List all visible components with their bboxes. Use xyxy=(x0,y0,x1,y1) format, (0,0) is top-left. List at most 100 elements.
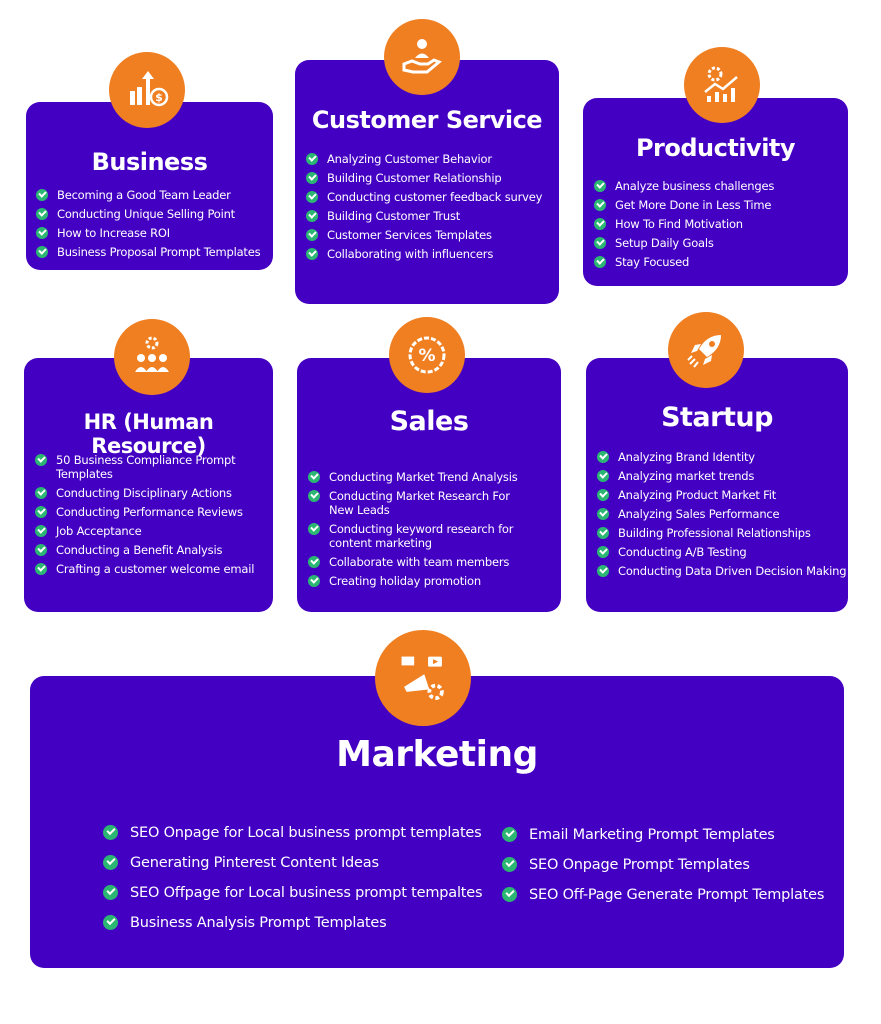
list-item: SEO Onpage for Local business prompt tem… xyxy=(103,824,503,842)
list-item: Conducting A/B Testing xyxy=(597,545,847,559)
hand-person-icon xyxy=(384,19,460,95)
list-item: How to Increase ROI xyxy=(36,226,271,240)
card-title: Marketing xyxy=(336,734,538,775)
item-label: 50 Business Compliance Prompt Templates xyxy=(56,453,236,481)
check-icon xyxy=(36,189,48,201)
check-icon xyxy=(103,855,118,870)
list-item: Conducting Data Driven Decision Making xyxy=(597,564,847,578)
list-item: Conducting Market Research For New Leads xyxy=(308,489,533,517)
item-label: Job Acceptance xyxy=(56,524,142,538)
item-label: Generating Pinterest Content Ideas xyxy=(130,855,379,871)
item-label: Email Marketing Prompt Templates xyxy=(529,827,775,843)
item-label: Setup Daily Goals xyxy=(615,236,714,250)
check-icon xyxy=(103,885,118,900)
item-label: Stay Focused xyxy=(615,255,690,269)
chart-dollar-icon: $ xyxy=(109,52,185,128)
item-label: Business Proposal Prompt Templates xyxy=(57,245,261,259)
check-icon xyxy=(597,508,609,520)
megaphone-icon xyxy=(375,630,471,726)
list-item: Customer Services Templates xyxy=(306,228,556,242)
list-item: Conducting a Benefit Analysis xyxy=(35,543,260,557)
team-gear-icon xyxy=(114,319,190,395)
rocket-icon xyxy=(668,312,744,388)
list-item: Building Customer Trust xyxy=(306,209,556,223)
check-icon xyxy=(597,565,609,577)
check-icon xyxy=(308,575,320,587)
list-item: Setup Daily Goals xyxy=(594,236,844,250)
check-icon xyxy=(35,454,47,466)
list-item: Analyzing market trends xyxy=(597,469,847,483)
item-label: Conducting A/B Testing xyxy=(618,545,747,559)
check-icon xyxy=(35,563,47,575)
card-marketing: Marketing SEO Onpage for Local business … xyxy=(30,676,844,968)
item-label: Conducting Data Driven Decision Making xyxy=(618,564,847,578)
item-label: Becoming a Good Team Leader xyxy=(57,188,231,202)
item-label: Analyzing Product Market Fit xyxy=(618,488,777,502)
card-title: Sales xyxy=(389,406,469,437)
item-label: Building Professional Relationships xyxy=(618,526,811,540)
card-title: Customer Service xyxy=(311,106,543,134)
list-item: Collaborating with influencers xyxy=(306,247,556,261)
list-item: Building Professional Relationships xyxy=(597,526,847,540)
item-label: Conducting a Benefit Analysis xyxy=(56,543,223,557)
card-title: HR (Human Resource) xyxy=(83,410,214,458)
list-item: SEO Onpage Prompt Templates xyxy=(502,856,832,874)
card-title: Business xyxy=(91,148,208,176)
item-label: SEO Onpage Prompt Templates xyxy=(529,857,750,873)
item-label: SEO Off-Page Generate Prompt Templates xyxy=(529,887,825,903)
gear-chart-icon xyxy=(684,47,760,123)
check-icon xyxy=(597,489,609,501)
item-label: Conducting keyword research for content … xyxy=(329,522,514,550)
list-item: Becoming a Good Team Leader xyxy=(36,188,271,202)
percent-badge-icon: % xyxy=(389,317,465,393)
list-item: Conducting Disciplinary Actions xyxy=(35,486,260,500)
check-icon xyxy=(35,525,47,537)
svg-text:$: $ xyxy=(155,91,163,104)
list-item: SEO Offpage for Local business prompt te… xyxy=(103,884,503,902)
item-label: Conducting Market Research For New Leads xyxy=(329,489,510,517)
item-label: Building Customer Trust xyxy=(327,209,461,223)
check-icon xyxy=(308,523,320,535)
item-label: SEO Offpage for Local business prompt te… xyxy=(130,885,483,901)
check-icon xyxy=(306,210,318,222)
check-icon xyxy=(594,218,606,230)
check-icon xyxy=(306,229,318,241)
item-list-left: SEO Onpage for Local business prompt tem… xyxy=(103,824,503,944)
item-label: Building Customer Relationship xyxy=(327,171,502,185)
list-item: Analyzing Customer Behavior xyxy=(306,152,556,166)
check-icon xyxy=(36,208,48,220)
list-item: Conducting Performance Reviews xyxy=(35,505,260,519)
item-label: Customer Services Templates xyxy=(327,228,492,242)
list-item: Analyzing Sales Performance xyxy=(597,507,847,521)
item-label: Conducting Disciplinary Actions xyxy=(56,486,232,500)
list-item: Analyzing Brand Identity xyxy=(597,450,847,464)
item-label: How to Increase ROI xyxy=(57,226,170,240)
item-label: Analyzing market trends xyxy=(618,469,755,483)
check-icon xyxy=(597,546,609,558)
list-item: Collaborate with team members xyxy=(308,555,533,569)
list-item: Conducting customer feedback survey xyxy=(306,190,556,204)
check-icon xyxy=(502,827,517,842)
item-label: SEO Onpage for Local business prompt tem… xyxy=(130,825,482,841)
item-label: Analyze business challenges xyxy=(615,179,775,193)
check-icon xyxy=(306,153,318,165)
check-icon xyxy=(597,470,609,482)
item-label: How To Find Motivation xyxy=(615,217,743,231)
item-label: Analyzing Brand Identity xyxy=(618,450,755,464)
check-icon xyxy=(594,199,606,211)
list-item: Analyzing Product Market Fit xyxy=(597,488,847,502)
check-icon xyxy=(594,180,606,192)
list-item: Get More Done in Less Time xyxy=(594,198,844,212)
item-label: Collaborate with team members xyxy=(329,555,510,569)
item-label: Conducting Performance Reviews xyxy=(56,505,243,519)
check-icon xyxy=(306,248,318,260)
list-item: Generating Pinterest Content Ideas xyxy=(103,854,503,872)
item-label: Get More Done in Less Time xyxy=(615,198,772,212)
item-label: Conducting customer feedback survey xyxy=(327,190,543,204)
